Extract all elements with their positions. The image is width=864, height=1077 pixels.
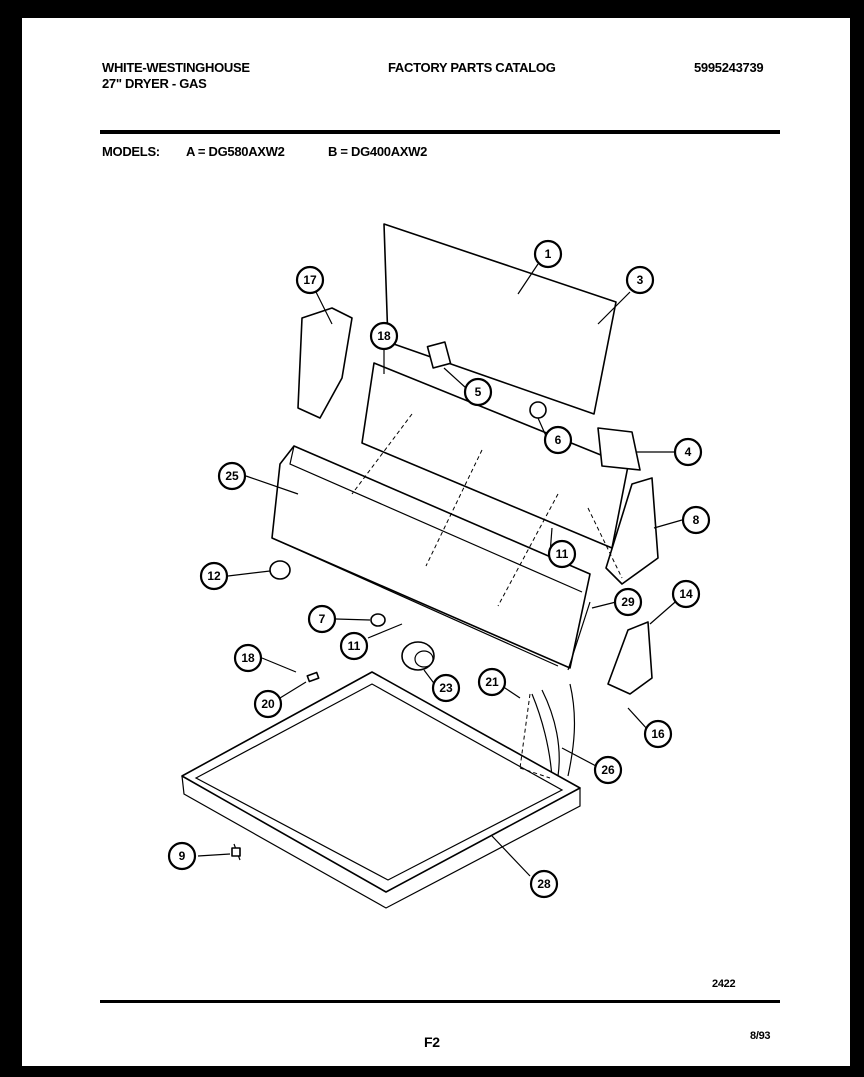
callout-7: 7 <box>307 604 337 634</box>
callout-4-text: 4 <box>685 445 692 459</box>
callout-18-lower-text: 18 <box>241 651 255 665</box>
model-a: A = DG580AXW2 <box>186 144 285 159</box>
brand-title: WHITE-WESTINGHOUSE <box>102 60 250 75</box>
header-divider <box>100 130 780 134</box>
callout-20: 20 <box>253 689 283 719</box>
valve-assembly <box>607 621 653 695</box>
callout-18-lower: 18 <box>233 643 263 673</box>
callout-11-lower: 11 <box>339 631 369 661</box>
product-subtitle: 27" DRYER - GAS <box>102 76 207 91</box>
callout-21: 21 <box>477 667 507 697</box>
switch-5 <box>529 401 547 419</box>
callout-3-text: 3 <box>637 273 644 287</box>
callout-5-upper-text: 5 <box>475 385 482 399</box>
callout-26: 26 <box>593 755 623 785</box>
callout-17-text: 17 <box>303 273 317 287</box>
exploded-parts-diagram: 1 3 17 18 5 6 4 25 8 11 12 29 14 7 11 18… <box>167 223 711 909</box>
callout-18-upper: 18 <box>369 321 399 351</box>
model-b: B = DG400AXW2 <box>328 144 428 159</box>
callout-1-text: 1 <box>545 247 552 261</box>
knob-7 <box>370 613 386 627</box>
callout-14: 14 <box>671 579 701 609</box>
callout-21-text: 21 <box>485 675 499 689</box>
catalog-page: WHITE-WESTINGHOUSE 27" DRYER - GAS FACTO… <box>22 18 850 1066</box>
callout-12-text: 12 <box>207 569 221 583</box>
callout-23-text: 23 <box>439 681 453 695</box>
callout-5-upper: 5 <box>463 377 493 407</box>
callout-25: 25 <box>217 461 247 491</box>
callout-9-text: 9 <box>179 849 186 863</box>
drawing-code: 2422 <box>712 978 736 990</box>
callout-7-text: 7 <box>319 612 326 626</box>
rear-panel <box>383 223 617 415</box>
callout-8-text: 8 <box>693 513 700 527</box>
callout-29: 29 <box>613 587 643 617</box>
callout-11-lower-text: 11 <box>348 639 361 653</box>
callout-11-upper: 11 <box>547 539 577 569</box>
callout-16: 16 <box>643 719 673 749</box>
callout-12: 12 <box>199 561 229 591</box>
screw-20 <box>306 671 320 683</box>
callout-17: 17 <box>295 265 325 295</box>
console <box>271 445 591 669</box>
callout-18-upper-text: 18 <box>377 329 391 343</box>
callout-28-text: 28 <box>537 877 551 891</box>
models-label: MODELS: <box>102 144 160 159</box>
callout-14-text: 14 <box>679 587 693 601</box>
callout-28: 28 <box>529 869 559 899</box>
control-switch <box>597 427 641 471</box>
footer-divider <box>100 1000 780 1003</box>
callout-20-text: 20 <box>261 697 275 711</box>
callout-3: 3 <box>625 265 655 295</box>
callout-1: 1 <box>533 239 563 269</box>
callout-6-text: 6 <box>555 433 562 447</box>
dryer-top <box>181 671 581 893</box>
callout-23: 23 <box>431 673 461 703</box>
callout-16-text: 16 <box>651 727 665 741</box>
catalog-number: 5995243739 <box>694 60 764 75</box>
page-label: F2 <box>424 1034 440 1050</box>
knob-23 <box>401 641 435 671</box>
callout-9: 9 <box>167 841 197 871</box>
callout-26-text: 26 <box>601 763 615 777</box>
knob-12 <box>269 560 291 580</box>
callout-6: 6 <box>543 425 573 455</box>
catalog-date: 8/93 <box>750 1030 771 1042</box>
callout-29-text: 29 <box>621 595 635 609</box>
callout-25-text: 25 <box>225 469 239 483</box>
callout-4: 4 <box>673 437 703 467</box>
switch-6 <box>426 341 452 369</box>
catalog-title: FACTORY PARTS CATALOG <box>388 60 556 75</box>
screw-9 <box>231 847 241 857</box>
left-end-cap <box>297 307 353 419</box>
wire-harness <box>531 683 576 779</box>
callout-11-upper-text: 11 <box>556 547 569 561</box>
callout-8: 8 <box>681 505 711 535</box>
